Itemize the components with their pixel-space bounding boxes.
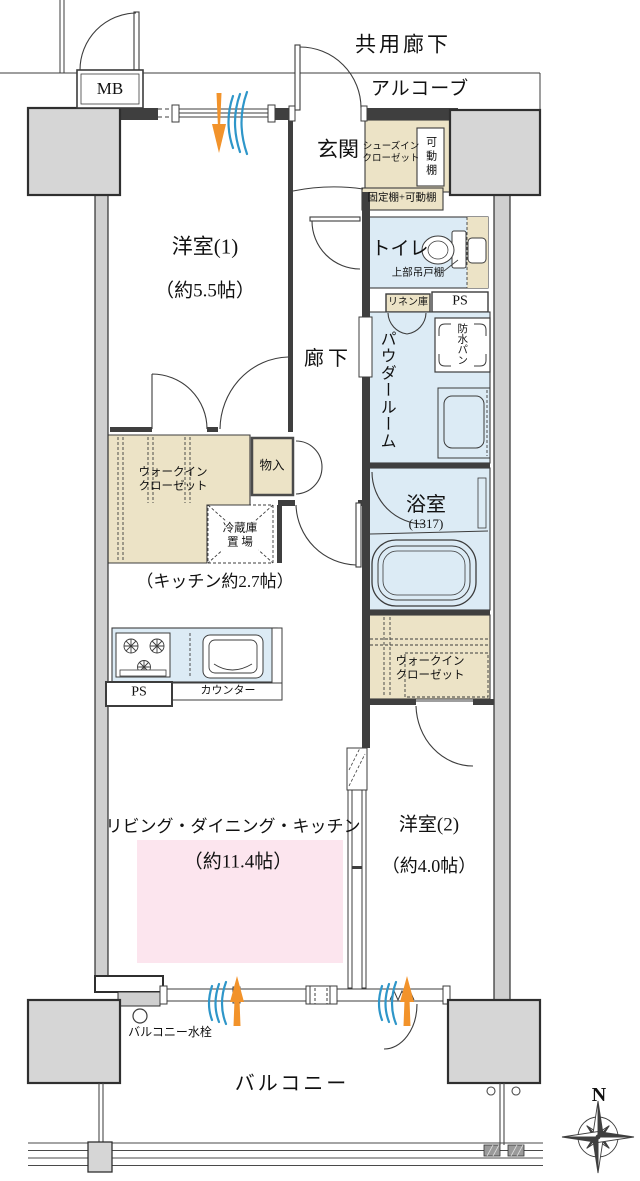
ldk-door-arc xyxy=(295,504,357,566)
exterior-structure xyxy=(0,0,541,110)
pillar-bottom-right xyxy=(446,998,542,1085)
bedroom2-label: 洋室(2) xyxy=(398,814,460,836)
airflow-up-icon-bedroom2 xyxy=(377,976,414,1026)
fridge-line2: 置 場 xyxy=(221,536,259,551)
balcony-faucet-icon xyxy=(132,1008,148,1024)
airflow-down-icon xyxy=(212,90,249,156)
common-corridor-label: 共用廊下 xyxy=(355,32,451,57)
walls xyxy=(94,108,511,1007)
ps-label-lower: PS xyxy=(131,684,147,700)
bathroom-door-arc xyxy=(371,471,425,525)
balcony-railing xyxy=(28,1083,543,1173)
pillar-top-right xyxy=(448,108,542,197)
toilet-door-arc xyxy=(311,220,361,270)
toilet-label: トイレ xyxy=(371,238,429,260)
ldk-area xyxy=(137,840,343,963)
shoes-closet-line2: クローゼット xyxy=(362,154,420,164)
waterproof-pan-icon xyxy=(434,317,491,373)
airflow-up-icon-ldk xyxy=(207,976,244,1026)
mb-door-arc xyxy=(79,12,137,71)
counter-label: カウンター xyxy=(200,684,256,697)
wic-left-door-arc xyxy=(151,373,208,430)
corridor-label: 廊下 xyxy=(304,348,352,370)
fixture-icons xyxy=(105,230,491,1024)
wic-right-line2: クローゼット xyxy=(395,670,465,682)
pillar-bottom-left xyxy=(26,998,122,1085)
pipe-space-2 xyxy=(105,681,173,707)
movable-shelf-area xyxy=(416,127,445,187)
wic-right-door-arc xyxy=(415,700,474,767)
bathroom-room xyxy=(367,467,491,611)
shoes-closet-line1: シューズイン xyxy=(362,142,420,153)
airflow-arrows xyxy=(207,90,414,1026)
balcony-label: バルコニー xyxy=(234,1073,350,1095)
vanity-icon xyxy=(437,387,491,459)
storage-label: 物入 xyxy=(259,458,285,473)
movable-shelf-label: 可動棚 xyxy=(424,136,437,178)
alcove-label: アルコーブ xyxy=(370,78,470,100)
meter-box xyxy=(76,69,144,109)
ldk-size-label: （約11.4帖） xyxy=(183,851,293,873)
bathtub-icon xyxy=(369,477,489,607)
powder-folding-door xyxy=(387,312,427,335)
walk-in-closet-right xyxy=(367,614,491,700)
balcony-faucet-label: バルコニー水栓 xyxy=(128,1024,212,1039)
fridge-line1: 冷蔵庫 xyxy=(221,521,259,536)
mb-label: MB xyxy=(96,78,124,98)
balcony-door-arc xyxy=(383,1003,418,1050)
shoes-closet-label: シューズイン クローゼット xyxy=(362,142,419,166)
entrance-door-arc xyxy=(299,46,362,109)
bedroom1-size-label: （約5.5帖） xyxy=(155,280,255,302)
bathroom-size-label: (1317) xyxy=(408,516,444,532)
pillar-top-left xyxy=(26,106,122,197)
wic-right-line1: ウォークイン xyxy=(395,655,465,668)
bedroom2-size-label: （約4.0帖） xyxy=(381,856,477,877)
ps-label-upper: PS xyxy=(452,293,468,309)
fixed-movable-shelf-label: 固定棚+可動棚 xyxy=(367,192,437,204)
powder-room-label: パウダールーム xyxy=(377,330,395,450)
linen-label: リネン庫 xyxy=(388,297,428,308)
fridge-space-label: 冷蔵庫 置 場 xyxy=(221,521,259,551)
entrance-label: 玄関 xyxy=(317,137,359,162)
compass-cardinals xyxy=(561,1100,635,1174)
sink-icon xyxy=(202,634,264,679)
storage-box xyxy=(250,436,295,497)
pillars xyxy=(26,106,542,1085)
bedroom1-door-arc xyxy=(219,356,289,430)
ldk-label: リビング・ダイニング・キッチン xyxy=(105,816,361,836)
wic-right-label: ウォークイン クローゼット xyxy=(396,655,465,684)
stove-icon xyxy=(115,632,171,678)
door-arcs xyxy=(79,11,474,1050)
wic-left-line2: クローゼット xyxy=(138,481,208,493)
bedroom1-label: 洋室(1) xyxy=(171,234,239,259)
compass-icon xyxy=(561,1100,635,1174)
upper-cabinet-label: 上部吊戸棚 xyxy=(391,267,445,279)
dashed-details xyxy=(117,128,489,698)
wic-left-label: ウォークイン クローゼット xyxy=(139,466,208,495)
kitchen-size-label: （キッチン約2.7帖） xyxy=(136,571,294,591)
north-label: N xyxy=(591,1084,607,1106)
toilet-icon xyxy=(421,230,487,272)
bathroom-label: 浴室 xyxy=(406,494,446,516)
railing-anchors xyxy=(483,1144,525,1157)
wic-left-line1: ウォークイン xyxy=(138,466,208,479)
storage-door-arcs xyxy=(295,440,323,495)
waterproof-pan-label: 防水パン xyxy=(456,323,468,365)
counter-edge xyxy=(271,627,283,684)
